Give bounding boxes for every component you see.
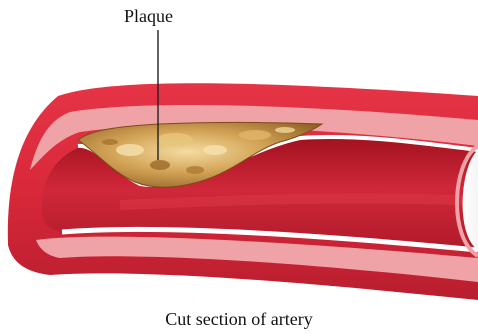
- diagram-caption: Cut section of artery: [0, 309, 478, 330]
- plaque-label: Plaque: [124, 6, 173, 27]
